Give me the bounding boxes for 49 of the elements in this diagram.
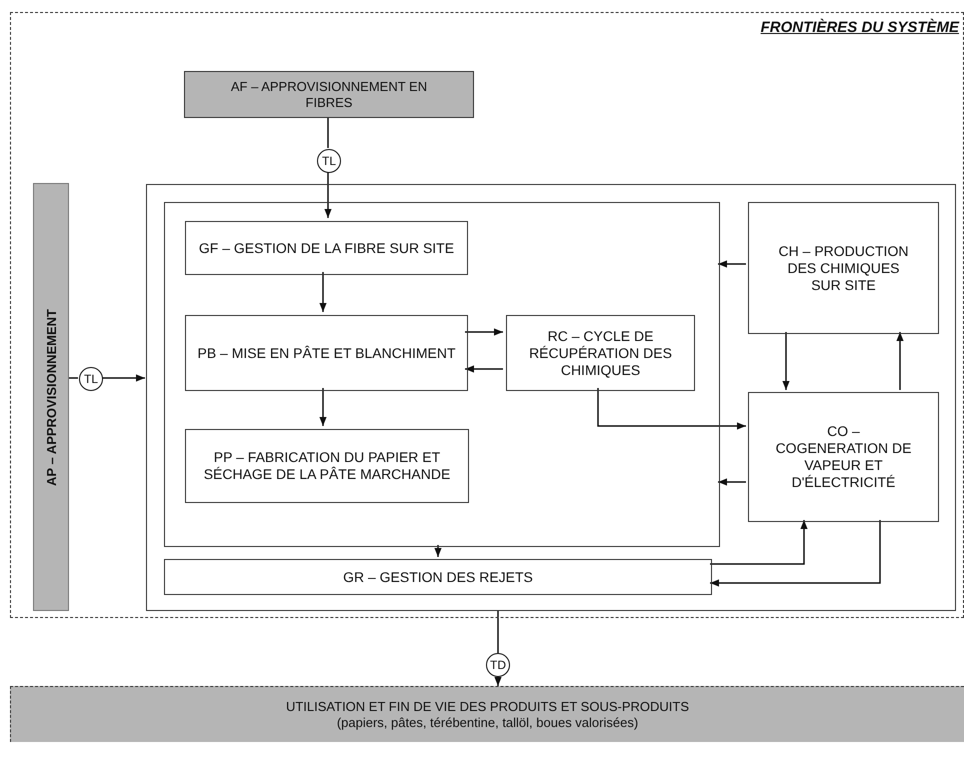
arrow [319, 272, 327, 312]
process-label: RC – CYCLE DE RÉCUPÉRATION DES CHIMIQUES [528, 328, 673, 378]
transfer-circle [79, 367, 103, 391]
mill-frame [164, 202, 720, 547]
transfer-label: TL [322, 152, 336, 170]
arrow [896, 332, 904, 390]
process-label: PP – FABRICATION DU PAPIER ET SÉCHAGE DE LA PÂTE MARCHANDE [202, 449, 452, 483]
transfer-label: TL [84, 370, 98, 388]
process-box [185, 221, 468, 275]
arrow [465, 328, 503, 336]
process-label: PB – MISE EN PÂTE ET BLANCHIMENT [196, 344, 457, 362]
process-box [185, 429, 469, 503]
arrow [597, 388, 746, 430]
arrow [718, 260, 746, 268]
process-label: GF – GESTION DE LA FIBRE SUR SITE [198, 240, 456, 256]
process-label: GR – GESTION DES REJETS [342, 568, 534, 586]
arrow [494, 677, 502, 686]
arrow [710, 520, 881, 587]
mill-frame [146, 184, 956, 611]
band-label: AP – APPROVISIONNEMENT [42, 308, 60, 486]
band-title: UTILISATION ET FIN DE VIE DES PRODUITS ET SOUS-PRODUITS [284, 698, 690, 714]
process-label: CO – COGENERATION DE VAPEUR ET D'ÉLECTRICITÉ [774, 423, 912, 491]
arrow [324, 172, 332, 218]
supply-box [184, 71, 474, 118]
boundary-title: FRONTIÈRES DU SYSTÈME [760, 19, 959, 36]
transfer-circle [317, 149, 341, 173]
band-subtitle: (papiers, pâtes, térébentine, tallöl, boues valorisées) [336, 714, 640, 730]
end-of-life-band [10, 686, 964, 742]
connector-line [68, 377, 78, 379]
arrow [102, 374, 145, 382]
arrow [465, 365, 503, 373]
transfer-label: TD [490, 656, 506, 674]
supply-band [33, 183, 69, 611]
arrow [434, 545, 442, 557]
system-boundary [10, 12, 964, 618]
process-box [164, 559, 712, 595]
arrow [710, 520, 808, 565]
process-box [506, 315, 695, 391]
connector-line [497, 610, 499, 653]
process-box [748, 392, 939, 522]
arrow [718, 478, 746, 486]
arrow [782, 332, 790, 390]
band-title: AF – APPROVISIONNEMENT EN FIBRES [230, 78, 428, 110]
arrow [319, 388, 327, 426]
process-box [748, 202, 939, 334]
process-box [185, 315, 468, 391]
process-label: CH – PRODUCTION DES CHIMIQUES SUR SITE [778, 242, 910, 294]
connector-line [327, 117, 329, 148]
transfer-circle [486, 653, 510, 677]
